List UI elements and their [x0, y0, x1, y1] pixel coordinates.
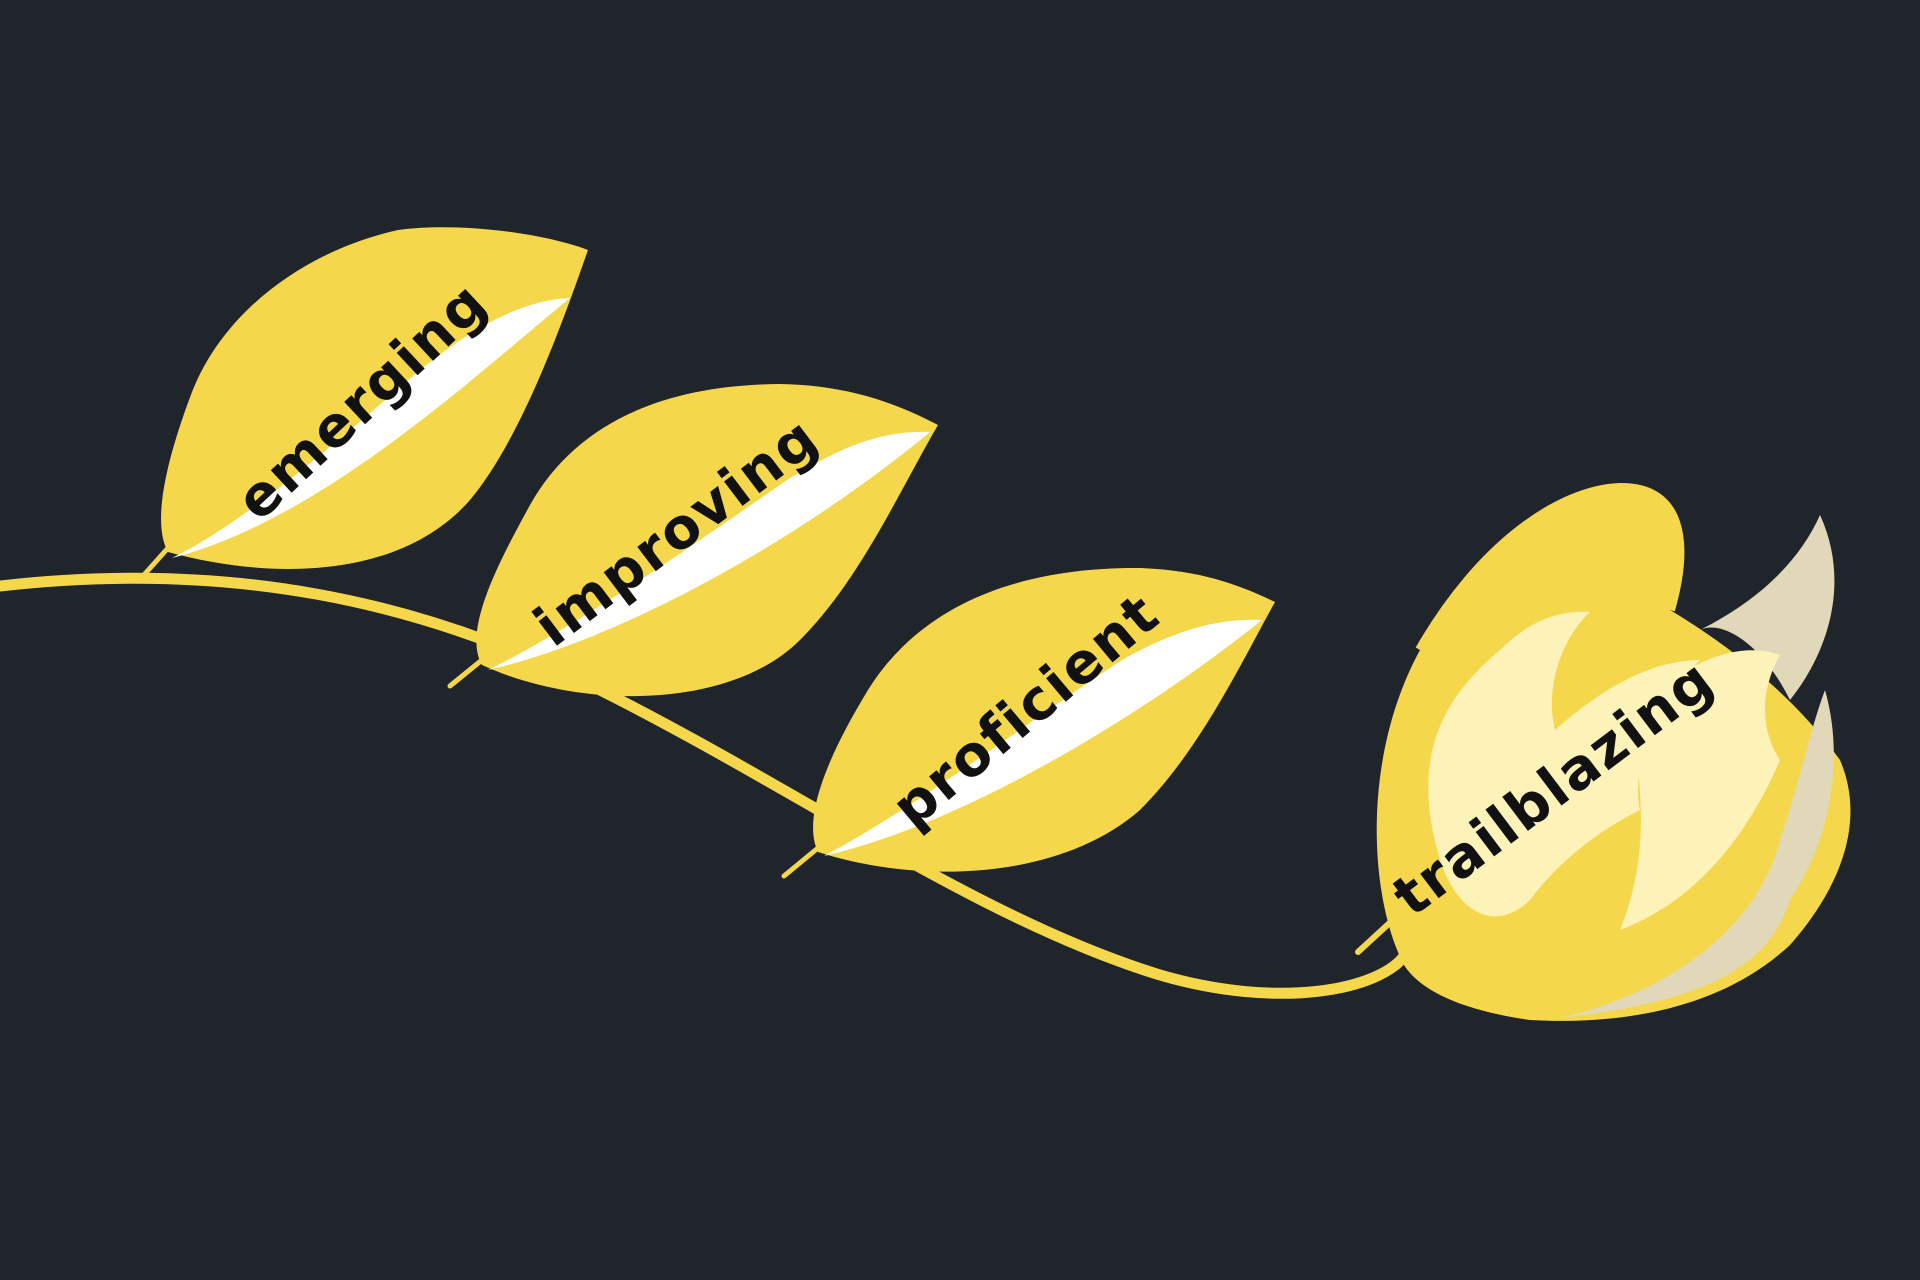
flower-bud-trailblazing — [1355, 482, 1851, 1021]
stem — [0, 572, 1411, 999]
leaf-improving — [447, 384, 938, 697]
bud-light-petal — [1620, 650, 1780, 930]
leaf-highlight — [172, 298, 570, 558]
bud-light-petal — [1428, 611, 1700, 917]
leaf-highlight — [488, 431, 930, 670]
leaf-highlight — [824, 619, 1262, 856]
leaf-stalk — [781, 845, 821, 879]
leaf-stalk — [140, 545, 171, 579]
bud-petal-edge — [1415, 482, 1685, 653]
leaf-stalk — [447, 657, 485, 689]
leaf-proficient — [781, 567, 1275, 879]
leaf-icon — [161, 227, 588, 569]
bud-shadow-petal — [1700, 515, 1835, 700]
bud-shadow-petal — [1560, 690, 1834, 1018]
leaf-emerging — [140, 227, 588, 579]
